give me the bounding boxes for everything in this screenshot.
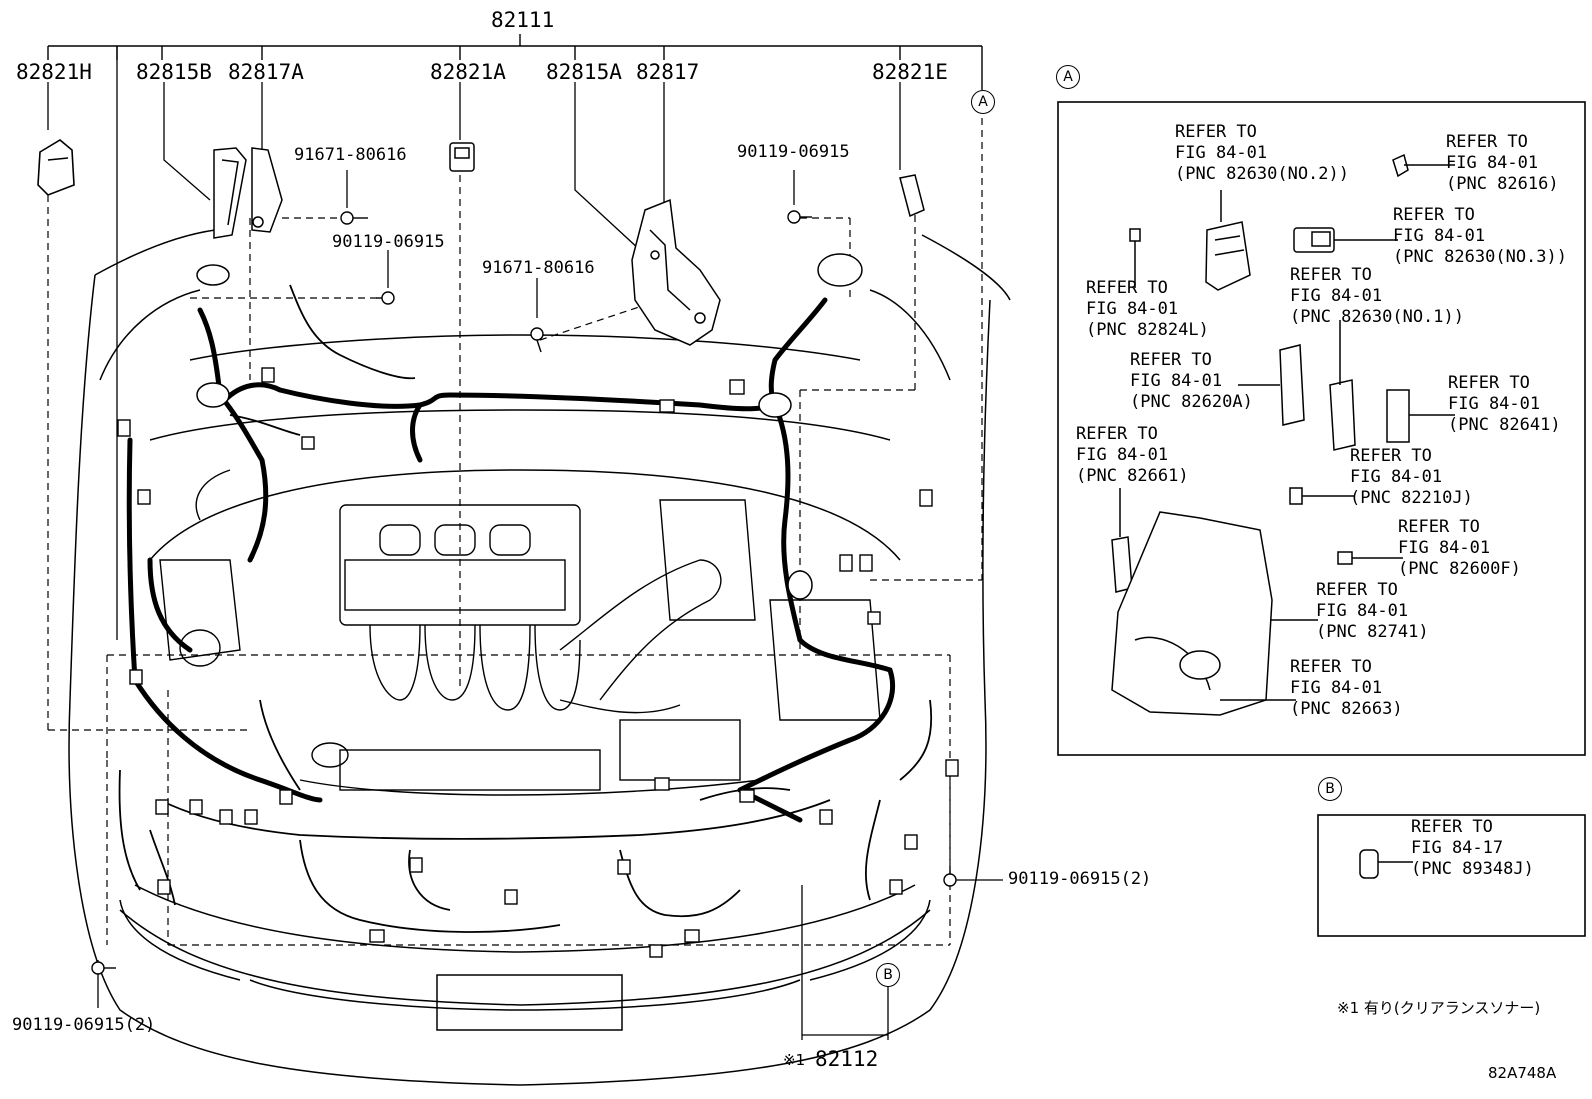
- label-bolt-90119-06915-a: 90119-06915: [332, 232, 445, 252]
- panel-a-frame: [1057, 101, 1586, 756]
- panel-a-parts: [1111, 153, 1455, 879]
- label-82815B: 82815B: [136, 60, 212, 84]
- footnote: ※1 有り(クリアランスソナー): [1337, 999, 1541, 1017]
- label-bolt-90119-06915-b: 90119-06915: [737, 142, 850, 162]
- label-82815A: 82815A: [546, 60, 622, 84]
- ref-82620A: REFER TO FIG 84-01 (PNC 82620A): [1130, 350, 1253, 412]
- label-bolt-90119-06915-2-right: 90119-06915(2): [1008, 869, 1152, 889]
- ref-82824L: REFER TO FIG 84-01 (PNC 82824L): [1086, 278, 1209, 340]
- leader-lines: [47, 46, 1003, 1040]
- label-82112: 82112: [815, 1047, 879, 1071]
- part-82821A: [449, 142, 475, 172]
- ref-82630-no2: REFER TO FIG 84-01 (PNC 82630(NO.2)): [1175, 122, 1349, 184]
- ref-82210J: REFER TO FIG 84-01 (PNC 82210J): [1350, 446, 1473, 508]
- ref-82663: REFER TO FIG 84-01 (PNC 82663): [1290, 657, 1403, 719]
- vehicle-body-outline: [68, 229, 1011, 1086]
- bolts: [91, 210, 957, 975]
- callout-a-main: A: [971, 90, 995, 114]
- ref-82641: REFER TO FIG 84-01 (PNC 82641): [1448, 373, 1561, 435]
- dashed-guides: [47, 118, 983, 946]
- label-82821A: 82821A: [430, 60, 506, 84]
- label-82817: 82817: [636, 60, 700, 84]
- engine-block: [159, 469, 881, 796]
- harness-connectors: [117, 367, 959, 958]
- label-82111: 82111: [491, 8, 555, 32]
- label-82817A: 82817A: [228, 60, 304, 84]
- label-82821E: 82821E: [872, 60, 948, 84]
- label-bolt-91671-80616-a: 91671-80616: [294, 145, 407, 165]
- part-82821E: [899, 174, 925, 218]
- panel-b-heading: B: [1318, 777, 1342, 801]
- label-note-mark: ※1: [783, 1051, 806, 1069]
- figure-id: 82A748A: [1488, 1064, 1557, 1082]
- label-bolt-90119-06915-2-left: 90119-06915(2): [12, 1015, 156, 1035]
- ref-82630-no3: REFER TO FIG 84-01 (PNC 82630(NO.3)): [1393, 205, 1567, 267]
- panel-b-frame: [1317, 814, 1586, 937]
- wire-harness: [126, 297, 896, 823]
- ref-82616: REFER TO FIG 84-01 (PNC 82616): [1446, 132, 1559, 194]
- ref-82630-no1: REFER TO FIG 84-01 (PNC 82630(NO.1)): [1290, 265, 1464, 327]
- ref-82661: REFER TO FIG 84-01 (PNC 82661): [1076, 424, 1189, 486]
- label-bracket-82111: [47, 34, 983, 90]
- callout-b-main: B: [876, 963, 900, 987]
- part-82817A: [251, 147, 283, 233]
- ref-89348J: REFER TO FIG 84-17 (PNC 89348J): [1411, 817, 1534, 879]
- label-82821H: 82821H: [16, 60, 92, 84]
- part-82821H: [37, 139, 75, 196]
- wire-branches: [118, 284, 933, 933]
- panel-a-heading: A: [1056, 65, 1080, 89]
- label-bolt-91671-80616-b: 91671-80616: [482, 258, 595, 278]
- part-82815A-82817-bracket: [631, 198, 721, 346]
- grommets: [196, 253, 863, 600]
- ref-82741: REFER TO FIG 84-01 (PNC 82741): [1316, 580, 1429, 642]
- ref-82600F: REFER TO FIG 84-01 (PNC 82600F): [1398, 517, 1521, 579]
- part-82815B: [213, 147, 247, 239]
